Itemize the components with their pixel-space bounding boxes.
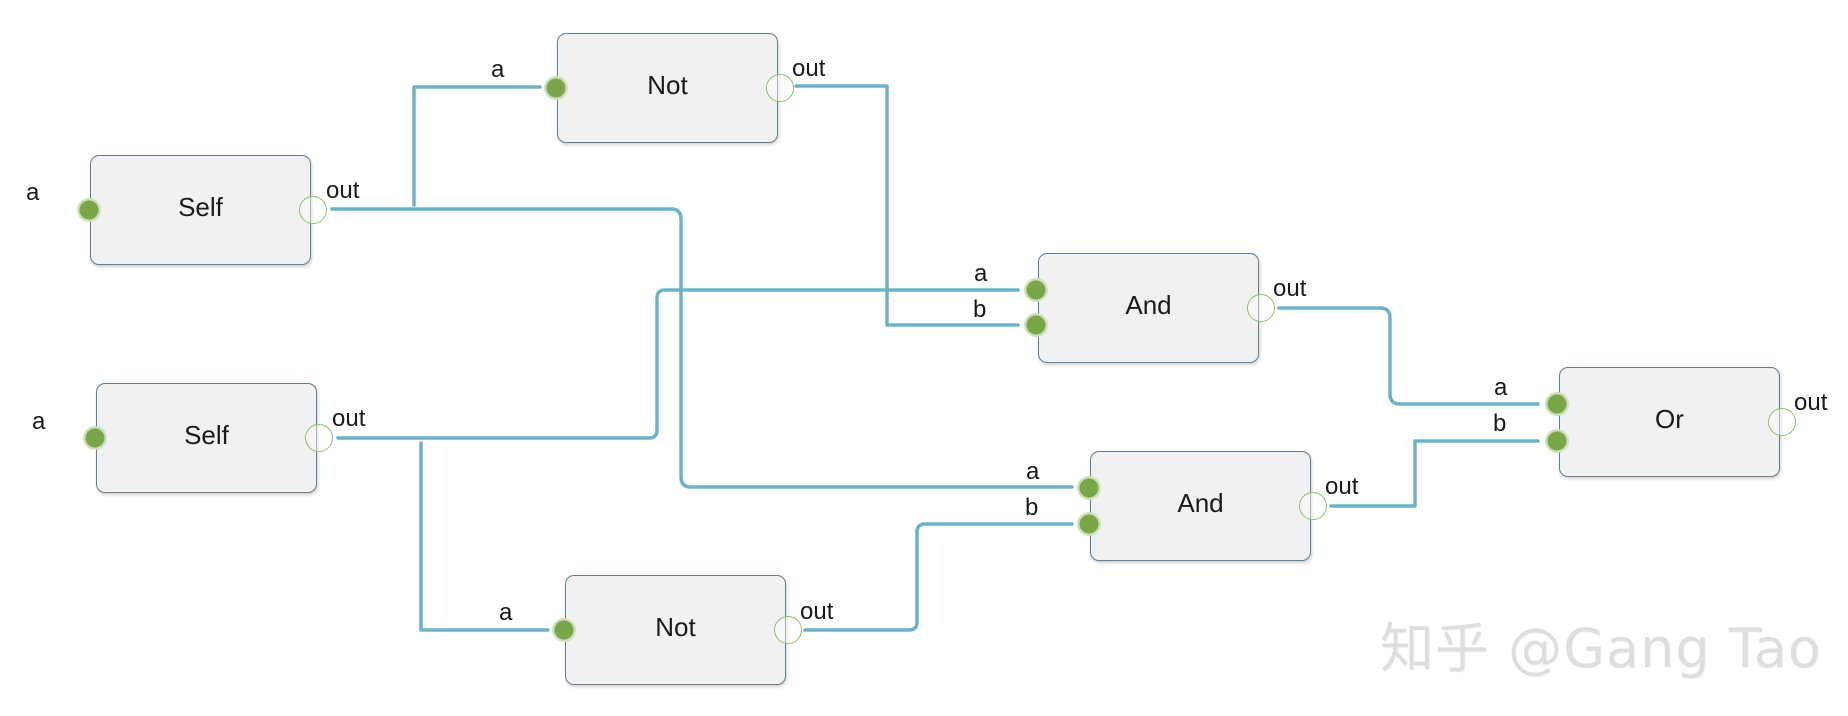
wire-not2-and2 (803, 522, 1074, 632)
input-port-a[interactable] (552, 618, 576, 642)
wire-self1-not1 (412, 85, 542, 207)
output-port[interactable] (1768, 408, 1796, 436)
port-label-out: out (1325, 473, 1359, 500)
output-port[interactable] (1247, 294, 1275, 322)
wire-self1-and2 (330, 207, 1074, 489)
node-label: Not (647, 69, 688, 100)
input-port-a[interactable] (77, 198, 101, 222)
port-label-a: a (499, 599, 513, 626)
input-port-a[interactable] (1545, 392, 1569, 416)
port-label-a: a (1026, 458, 1040, 485)
port-label-b: b (1025, 494, 1039, 521)
node-or[interactable]: Or (1559, 367, 1780, 477)
node-and-1[interactable]: And (1038, 253, 1259, 363)
port-label-out: out (1273, 275, 1307, 302)
port-label-a: a (491, 56, 505, 83)
node-label: And (1125, 289, 1172, 320)
wire-and1-or (1277, 306, 1540, 406)
node-not-1[interactable]: Not (557, 33, 778, 143)
port-label-out: out (800, 598, 834, 625)
wire-and2-or (1329, 439, 1540, 508)
node-label: Self (178, 191, 223, 222)
input-port-b[interactable] (1024, 313, 1048, 337)
input-port-a[interactable] (544, 76, 568, 100)
output-port[interactable] (766, 74, 794, 102)
port-label-out: out (1794, 389, 1828, 416)
node-self-1[interactable]: Self (90, 155, 311, 265)
watermark: 知乎 @Gang Tao (1380, 617, 1822, 680)
node-label: Not (655, 611, 696, 642)
port-label-b: b (973, 296, 987, 323)
wire-self2-and1 (336, 288, 1020, 440)
wire-not1-and1 (794, 84, 1020, 327)
output-port[interactable] (1299, 492, 1327, 520)
input-port-a[interactable] (1077, 476, 1101, 500)
port-label-b: b (1493, 410, 1507, 437)
input-port-a[interactable] (1024, 278, 1048, 302)
input-port-b[interactable] (1077, 512, 1101, 536)
node-self-2[interactable]: Self (96, 383, 317, 493)
input-port-b[interactable] (1545, 429, 1569, 453)
node-and-2[interactable]: And (1090, 451, 1311, 561)
node-not-2[interactable]: Not (565, 575, 786, 685)
port-label-a: a (974, 260, 988, 287)
port-label-out: out (326, 177, 360, 204)
port-label-out: out (792, 55, 826, 82)
output-port[interactable] (774, 616, 802, 644)
node-label: Self (184, 419, 229, 450)
port-label-out: out (332, 405, 366, 432)
node-label: Or (1655, 403, 1684, 434)
output-port[interactable] (305, 424, 333, 452)
wire-self2-not2 (419, 441, 550, 632)
port-label-a: a (1494, 374, 1508, 401)
port-label-a: a (32, 408, 46, 435)
output-port[interactable] (299, 196, 327, 224)
node-label: And (1177, 487, 1224, 518)
port-label-a: a (26, 179, 40, 206)
input-port-a[interactable] (83, 426, 107, 450)
